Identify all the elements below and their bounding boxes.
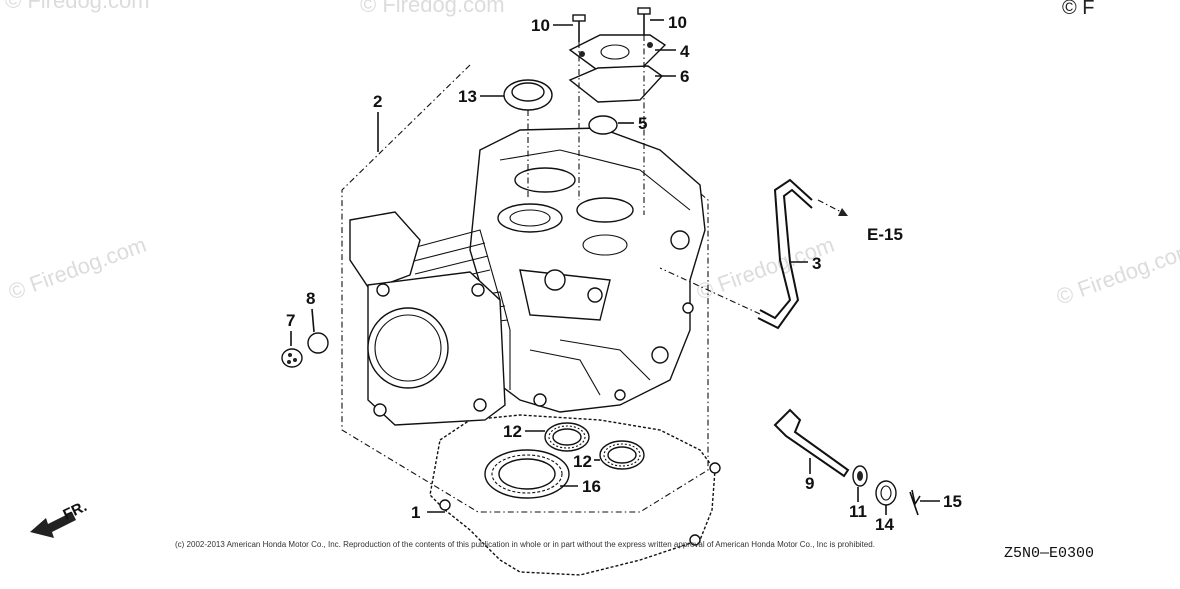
bolt-10-left: [572, 14, 586, 42]
svg-text:8: 8: [306, 289, 315, 308]
svg-text:6: 6: [680, 67, 689, 86]
pin-15: [909, 489, 921, 516]
diagram-code: Z5N0—E0300: [1004, 545, 1095, 562]
callout-12-upper: 12: [503, 422, 545, 441]
oil-seal-13: [503, 79, 553, 111]
callout-15: 15: [920, 492, 962, 511]
callout-4: 4: [655, 42, 690, 61]
callout-16: 16: [560, 477, 601, 496]
callout-8: 8: [306, 289, 315, 333]
gasket-hole: [709, 462, 721, 474]
svg-text:9: 9: [805, 474, 814, 493]
svg-text:12: 12: [503, 422, 522, 441]
svg-text:13: 13: [458, 87, 477, 106]
callout-7: 7: [286, 311, 295, 346]
seal-8: [307, 332, 329, 354]
callout-10-right: 10: [650, 13, 687, 32]
head-gasket: [429, 414, 716, 576]
bearing-16: [484, 449, 570, 499]
bolt-10-right: [637, 7, 651, 35]
svg-text:12: 12: [573, 452, 592, 471]
svg-text:10: 10: [668, 13, 687, 32]
watermark-corner: © F: [1062, 0, 1095, 19]
seal-14: [875, 480, 897, 506]
callout-10-left: 10: [531, 16, 573, 35]
svg-text:15: 15: [943, 492, 962, 511]
watermark: © Firedog.com: [5, 232, 149, 305]
bearing-12-lower: [599, 440, 645, 470]
callout-14: 14: [875, 505, 894, 534]
svg-text:5: 5: [638, 114, 647, 133]
reference-label: E-15: [867, 225, 903, 244]
svg-text:11: 11: [849, 502, 867, 521]
svg-text:10: 10: [531, 16, 550, 35]
callout-11: 11: [849, 487, 867, 521]
bearing-12-upper: [544, 422, 590, 452]
callout-12-lower: 12: [573, 452, 600, 471]
front-label: FR.: [61, 498, 90, 524]
cylinder-head: [349, 127, 706, 426]
callout-5: 5: [618, 114, 647, 133]
callout-9: 9: [805, 458, 814, 493]
arrow-icon: [838, 208, 848, 216]
svg-text:7: 7: [286, 311, 295, 330]
leader: [817, 199, 846, 215]
gasket-hole: [439, 499, 451, 511]
gasket-hole: [689, 534, 701, 546]
watermark: © Firedog.com: [360, 0, 505, 17]
svg-text:3: 3: [812, 254, 821, 273]
svg-text:2: 2: [373, 92, 382, 111]
enclosure-outline: [341, 64, 709, 513]
plug-7: [281, 348, 303, 368]
breather-reed: [588, 115, 618, 135]
callout-6: 6: [655, 67, 689, 86]
callout-13: 13: [458, 87, 504, 106]
callout-2: 2: [373, 92, 382, 152]
svg-text:4: 4: [680, 42, 690, 61]
governor-shaft: [773, 408, 850, 478]
svg-text:14: 14: [875, 515, 894, 534]
leader: [659, 267, 761, 315]
breather-tube: [759, 178, 813, 320]
breather-gasket: [568, 65, 664, 103]
callout-3: 3: [790, 254, 821, 273]
callout-1: 1: [411, 503, 445, 522]
watermark: © Firedog.com: [5, 0, 150, 13]
watermark: © Firedog.com: [1053, 237, 1180, 310]
svg-text:1: 1: [411, 503, 420, 522]
front-arrow-icon: [30, 512, 76, 538]
copyright-notice: (c) 2002-2013 American Honda Motor Co., …: [175, 540, 875, 549]
svg-text:16: 16: [582, 477, 601, 496]
